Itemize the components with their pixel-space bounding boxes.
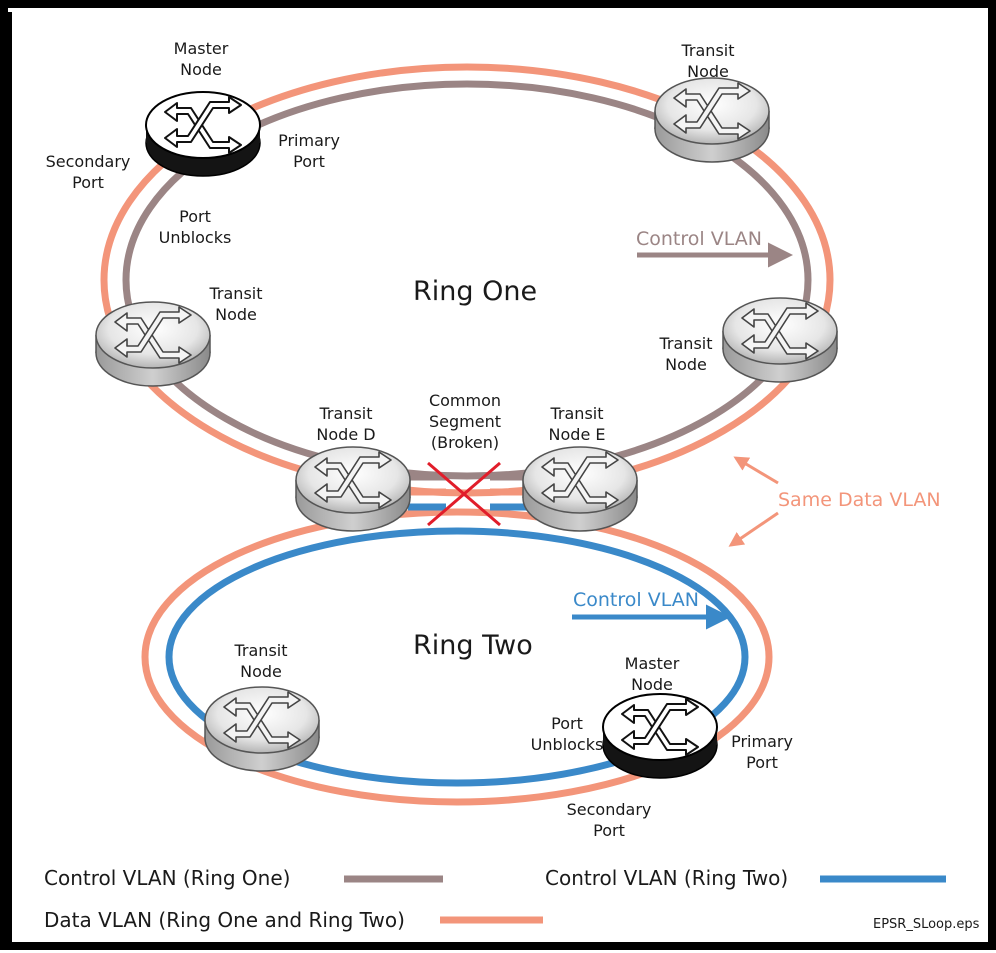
transit-node-d-icon	[296, 447, 410, 531]
r1-primary-port-label: Primary Port	[278, 131, 340, 171]
r2-secondary-port-label: Secondary Port	[566, 800, 652, 840]
r1-secondary-port-label: Secondary Port	[45, 152, 131, 192]
r2-transit-node-label: Transit Node	[234, 641, 288, 681]
r1-port-unblocks-label: Port Unblocks	[158, 207, 232, 247]
legend-control-ring-one: Control VLAN (Ring One)	[44, 866, 291, 890]
common-segment	[408, 473, 528, 511]
r1-transit-node-top-right-label: Transit Node	[681, 41, 735, 81]
r1-transit-node-right-icon	[723, 298, 837, 382]
ring-two-title: Ring Two	[413, 630, 533, 661]
legend-control-ring-two: Control VLAN (Ring Two)	[545, 866, 789, 890]
same-data-vlan-arrow-lower	[728, 511, 779, 547]
r1-transit-node-right-label: Transit Node	[659, 334, 713, 374]
ring-two-control-vlan	[165, 527, 749, 787]
ring-one-title: Ring One	[413, 276, 538, 307]
ring-one-control-vlan-label: Control VLAN	[636, 228, 762, 250]
r1-master-node-icon	[146, 92, 260, 176]
r2-primary-port-label: Primary Port	[731, 732, 793, 772]
r2-transit-node-icon	[205, 687, 319, 771]
r2-master-node-icon	[603, 694, 717, 778]
ring-one-control-vlan	[122, 80, 812, 480]
broken-segment-mark	[427, 461, 501, 527]
r2-port-unblocks-label: Port Unblocks	[530, 714, 604, 754]
same-data-vlan-label: Same Data VLAN	[778, 489, 941, 511]
transit-node-d-label: Transit Node D	[316, 404, 376, 444]
r1-transit-node-left-icon	[96, 302, 210, 386]
transit-node-e-icon	[523, 447, 637, 531]
filename-label: EPSR_SLoop.eps	[873, 917, 980, 932]
transit-node-e-label: Transit Node E	[548, 404, 606, 444]
ring-two-control-vlan-label: Control VLAN	[573, 589, 699, 611]
common-segment-label: Common Segment (Broken)	[428, 391, 502, 452]
r1-transit-node-left-label: Transit Node	[209, 284, 263, 324]
r2-master-node-label: Master Node	[624, 654, 680, 694]
ring-two-data-vlan	[141, 508, 773, 806]
r1-transit-node-top-right-icon	[655, 78, 769, 162]
r1-master-node-label: Master Node	[173, 39, 229, 79]
same-data-vlan-arrow-upper	[733, 456, 779, 485]
legend-data-vlan: Data VLAN (Ring One and Ring Two)	[44, 908, 405, 932]
